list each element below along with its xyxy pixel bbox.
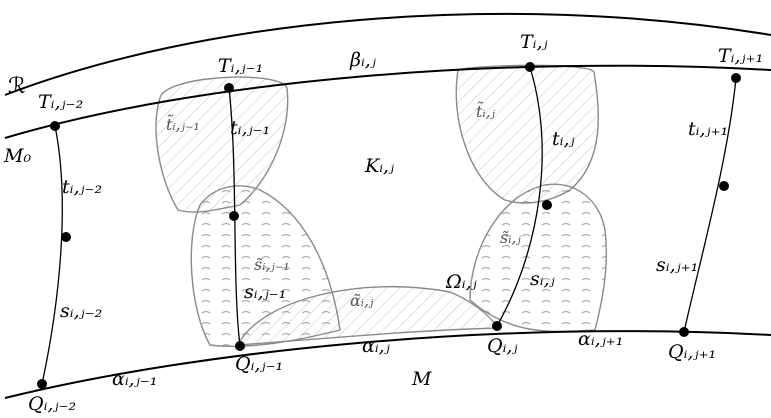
label-T-j2: Tᵢ,ⱼ₋₂ (38, 91, 83, 113)
label-s-jp1: sᵢ,ⱼ₊₁ (656, 254, 698, 276)
point-T-j (525, 62, 535, 72)
label-beta-ij: βᵢ,ⱼ (349, 49, 376, 71)
label-Q-j1: Qᵢ,ⱼ₋₁ (235, 353, 283, 375)
label-ttilde-j1: t̃ᵢ,ⱼ₋₁ (166, 114, 200, 134)
M-curve (4, 330, 771, 399)
ttilde-j-region (455, 64, 599, 204)
point-Q-j2 (37, 379, 47, 389)
label-region-R: ℛ (8, 74, 26, 99)
point-mid-j2 (61, 232, 71, 242)
point-mid-jp1 (719, 181, 729, 191)
point-Q-j1 (235, 341, 245, 351)
point-Q-j (492, 321, 502, 331)
point-mid-j (542, 200, 552, 210)
outer-boundary-curve (4, 12, 771, 96)
label-s-j1: sᵢ,ⱼ₋₁ (244, 281, 286, 303)
connector-jp1 (683, 77, 737, 333)
label-alpha-j1: αᵢ,ⱼ₋₁ (112, 368, 157, 390)
point-T-jp1 (731, 73, 741, 83)
label-t-j2: tᵢ,ⱼ₋₂ (62, 176, 102, 198)
label-K-ij: Kᵢ,ⱼ (364, 155, 394, 177)
label-M0: M₀ (3, 145, 31, 167)
label-t-j: tᵢ,ⱼ (552, 128, 575, 150)
point-mid-j1 (229, 211, 239, 221)
label-T-jp1: Tᵢ,ⱼ₊₁ (718, 45, 763, 67)
label-t-jp1: tᵢ,ⱼ₊₁ (688, 118, 728, 140)
label-alpha-jp1: αᵢ,ⱼ₊₁ (578, 328, 623, 350)
label-s-j2: sᵢ,ⱼ₋₂ (60, 300, 102, 322)
connector-j (496, 66, 543, 327)
label-t-j1: tᵢ,ⱼ₋₁ (230, 117, 270, 139)
label-Q-j: Qᵢ,ⱼ (487, 335, 517, 357)
label-alpha-j: αᵢ,ⱼ (362, 335, 390, 357)
label-M: M (411, 368, 432, 390)
label-s-j: sᵢ,ⱼ (530, 268, 555, 290)
connector-j1 (228, 87, 241, 347)
label-Q-j2: Qᵢ,ⱼ₋₂ (28, 393, 76, 415)
connector-j2 (41, 125, 63, 385)
alphatilde-j-region (236, 286, 500, 346)
label-T-j1: Tᵢ,ⱼ₋₁ (218, 55, 263, 77)
point-T-j2 (50, 121, 60, 131)
label-alphatilde-j: α̃ᵢ,ⱼ (350, 291, 374, 310)
label-Omega-ij: Ωᵢ,ⱼ (445, 271, 477, 293)
point-Q-jp1 (679, 327, 689, 337)
point-T-j1 (224, 83, 234, 93)
label-stilde-j1: s̃ᵢ,ⱼ₋₁ (254, 255, 290, 274)
label-T-j: Tᵢ,ⱼ (520, 31, 548, 53)
label-stilde-j: s̃ᵢ,ⱼ (500, 228, 522, 247)
label-Q-jp1: Qᵢ,ⱼ₊₁ (668, 341, 716, 363)
M0-curve (4, 64, 771, 139)
label-ttilde-j: t̃ᵢ,ⱼ (476, 101, 496, 121)
